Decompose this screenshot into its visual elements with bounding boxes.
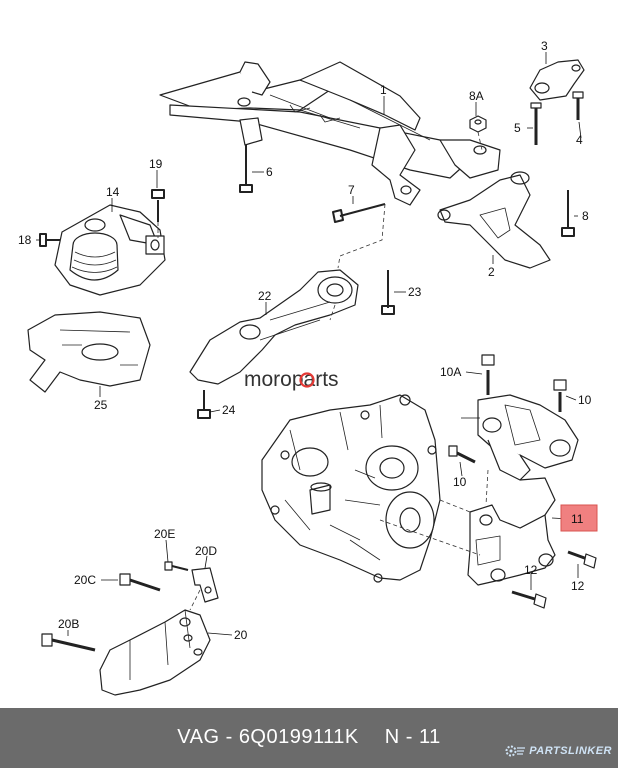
- gearbox-bracket-part-11: [467, 477, 597, 609]
- footer-brand: VAG: [177, 726, 220, 748]
- nut-8a: [469, 115, 487, 133]
- label-5: 5: [514, 121, 521, 135]
- partslinker-name: PARTSLINKER: [529, 745, 612, 757]
- label-10a: 10A: [440, 365, 461, 379]
- highlight-box-11: [560, 504, 598, 532]
- gearbox-illustration: [261, 394, 441, 583]
- label-11: 11: [571, 512, 584, 526]
- label-19: 19: [149, 157, 163, 171]
- partslinker-gear-icon: [505, 745, 526, 757]
- label-18: 18: [18, 233, 32, 247]
- part-labels: 1 3 8A 5 4 6 7 8 2 19 14 18 22 23 25 24 …: [18, 39, 592, 642]
- label-20b: 20B: [58, 617, 79, 631]
- label-23: 23: [408, 285, 422, 299]
- label-25: 25: [94, 398, 108, 412]
- label-8a: 8A: [469, 89, 484, 103]
- footer-diagram-ref: N - 11: [384, 726, 441, 748]
- bolt-6: [239, 145, 253, 193]
- moroparts-watermark: moroparts: [244, 368, 339, 391]
- label-4: 4: [576, 133, 583, 147]
- label-22: 22: [258, 289, 272, 303]
- parts-diagram: 1 3 8A 5 4 6 7 8 2 19 14 18 22 23 25 24 …: [18, 39, 598, 696]
- label-3: 3: [541, 39, 548, 53]
- label-14: 14: [106, 185, 120, 199]
- label-20d: 20D: [195, 544, 217, 558]
- label-2: 2: [488, 265, 495, 279]
- bolt-23: [381, 270, 395, 315]
- bolt-24: [197, 390, 211, 419]
- bracket-assembly-part-20: [41, 561, 219, 696]
- moroparts-accent: [299, 372, 315, 388]
- leader-lines: [36, 52, 582, 636]
- label-24: 24: [222, 403, 236, 417]
- gearbox-mount-part-9: [448, 354, 579, 481]
- label-20c: 20C: [74, 573, 96, 587]
- label-12a: 12: [524, 563, 538, 577]
- partslinker-logo: PARTSLINKER: [504, 744, 612, 758]
- torque-rod-part-22: [189, 269, 359, 385]
- engine-mount-part-14: [54, 204, 166, 296]
- moroparts-text: moroparts: [244, 368, 339, 391]
- bolt-7: [332, 203, 386, 223]
- label-20e: 20E: [154, 527, 175, 541]
- label-1: 1: [380, 83, 387, 97]
- label-7: 7: [348, 183, 355, 197]
- subframe-part: [159, 61, 501, 206]
- bolt-8: [561, 190, 575, 237]
- footer-part-number: 6Q0199111K: [238, 726, 359, 748]
- label-10: 10: [578, 393, 592, 407]
- label-20: 20: [234, 628, 248, 642]
- reference-lines: [157, 131, 489, 611]
- heat-shield-part-25: [27, 311, 151, 393]
- label-8: 8: [582, 209, 589, 223]
- label-6: 6: [266, 165, 273, 179]
- bolt-19: [151, 189, 165, 222]
- control-arm-part: [437, 171, 551, 269]
- label-10b: 10: [453, 475, 467, 489]
- label-12b: 12: [571, 579, 585, 593]
- bracket-part-3: [529, 59, 585, 145]
